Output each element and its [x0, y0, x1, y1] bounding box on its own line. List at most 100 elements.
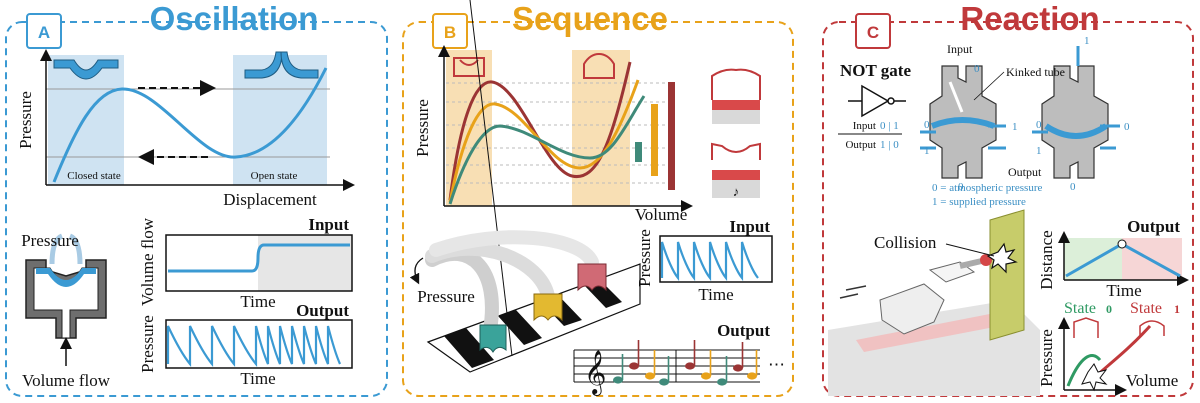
panel-a-border: [5, 21, 388, 397]
panel-b-border: [402, 21, 794, 397]
music-note-head: [717, 378, 727, 386]
truth-output-label: Output: [845, 139, 876, 151]
circuit-input-label: Input: [947, 42, 973, 56]
circuit-a-out-value: 1: [1012, 121, 1018, 133]
output-a-ylabel: Pressure: [138, 315, 157, 373]
state0-cup-icon: [1073, 317, 1099, 338]
circuit-b-left2-value: 1: [1036, 145, 1042, 157]
panel-c-border: [822, 21, 1194, 397]
output-a-title: Output: [296, 301, 349, 320]
input-a-frame: [165, 234, 353, 292]
output-b-title: Output: [717, 321, 770, 340]
plot-a-xlabel: Displacement: [223, 190, 317, 209]
open-membrane-icon: [244, 51, 319, 79]
collision-burst-icon: [986, 242, 1018, 274]
panel-a-title: Oscillation: [150, 0, 319, 37]
circuit-state-b: [1032, 46, 1120, 179]
circuit-b-bottom-value: 0: [1070, 181, 1076, 193]
key-state-up-icon: [711, 68, 761, 124]
music-note-head: [645, 372, 655, 380]
circuit-a-left-value: 0: [924, 119, 930, 131]
panel-c-badge: [855, 13, 891, 49]
key-state-down-icon: ♪: [711, 142, 761, 199]
distance-ylabel: Distance: [1037, 230, 1056, 289]
closed-membrane-icon: [53, 59, 119, 80]
music-note-head: [733, 364, 743, 372]
input-b-title: Input: [729, 217, 770, 236]
circuit-b-out-value: 0: [1124, 121, 1130, 133]
input-b-frame: [659, 235, 773, 283]
panel-c: C Reaction NOT gate Input 0 | 1 Output 1…: [822, 0, 1194, 397]
truth-output-values: 1 | 0: [880, 139, 899, 151]
bar-yellow: [651, 104, 658, 176]
notes: [613, 340, 758, 386]
circuit-output-label: Output: [1008, 165, 1042, 179]
state1-curve: [1095, 324, 1152, 378]
cup-red: [577, 263, 607, 292]
collision-leader-line: [945, 243, 995, 257]
music-note-icon: ♪: [733, 184, 740, 199]
piano-pressure-label: Pressure: [417, 287, 475, 306]
kinked-leader-line: [973, 71, 1005, 101]
device-pressure-label: Pressure: [21, 231, 79, 250]
music-staff: 𝄞: [573, 340, 760, 396]
not-gate-title: NOT gate: [840, 61, 911, 80]
curve-green: [448, 95, 646, 205]
collision-label: Collision: [874, 233, 937, 252]
bar-green: [635, 142, 642, 162]
output-a-signal: [166, 325, 342, 368]
distance-title: Output: [1127, 217, 1180, 236]
state1-cup-icon: [1139, 320, 1165, 336]
input-b-xlabel: Time: [698, 285, 733, 304]
input-a-signal: [168, 243, 350, 273]
deformed-cup-icon: [453, 57, 485, 77]
state-ylabel: Pressure: [1037, 329, 1056, 387]
plot-b-ylabel: Pressure: [413, 99, 432, 157]
input-a-ylabel: Volume flow: [138, 217, 157, 306]
music-note-head: [701, 372, 711, 380]
state-burst-icon: [1081, 363, 1108, 392]
oscillator-device-icon: [25, 233, 107, 366]
pressure-displacement-curve: [52, 67, 328, 183]
device-flow-label: Volume flow: [22, 371, 111, 390]
circuit-b-in-value: 1: [1084, 35, 1090, 47]
music-note-head: [613, 376, 623, 384]
robot-scene: [828, 209, 1040, 396]
pressure-arrow: [409, 257, 424, 285]
state0-label: State: [1064, 300, 1096, 317]
state1-number: 1: [1174, 302, 1180, 316]
music-note-head: [629, 362, 639, 370]
circuit-kinked-label: Kinked tube: [1006, 65, 1065, 79]
distance-xlabel: Time: [1106, 281, 1141, 300]
bar-red: [668, 82, 675, 190]
circuit-a-left2-value: 1: [924, 145, 930, 157]
not-gate-symbol-icon: [848, 84, 906, 118]
cup-teal: [479, 324, 507, 353]
plot-b-xlabel: Volume: [635, 205, 688, 224]
panel-a-badge-letter: A: [38, 23, 50, 42]
output-a-frame: [165, 319, 353, 369]
input-a-title: Input: [308, 215, 349, 234]
air-tubes: [425, 230, 599, 337]
panel-c-badge-letter: C: [867, 23, 879, 42]
state-xlabel: Volume: [1126, 371, 1179, 390]
closed-state-label: Closed state: [67, 170, 121, 182]
input-b-signal: [660, 241, 759, 282]
panel-b-title: Sequence: [512, 0, 668, 37]
input-a-xlabel: Time: [240, 292, 275, 311]
distance-peak-marker: [1117, 239, 1127, 249]
state0-curve: [1066, 354, 1102, 387]
state0-number: 0: [1106, 302, 1112, 316]
circuit-a-bottom-value: 0: [958, 181, 964, 193]
circuit-b-left-value: 0: [1036, 119, 1042, 131]
panel-b-badge-letter: B: [444, 23, 456, 42]
treble-clef-icon: 𝄞: [584, 351, 606, 396]
legend-one: 1 = supplied pressure: [932, 196, 1026, 208]
music-note-head: [747, 372, 757, 380]
curve-yellow: [448, 79, 640, 203]
music-note-head: [685, 362, 695, 370]
panel-a: A Oscillation Pressure Displacement Clos…: [5, 0, 388, 397]
panel-a-badge: [26, 13, 62, 49]
panel-b-badge: [432, 13, 468, 49]
